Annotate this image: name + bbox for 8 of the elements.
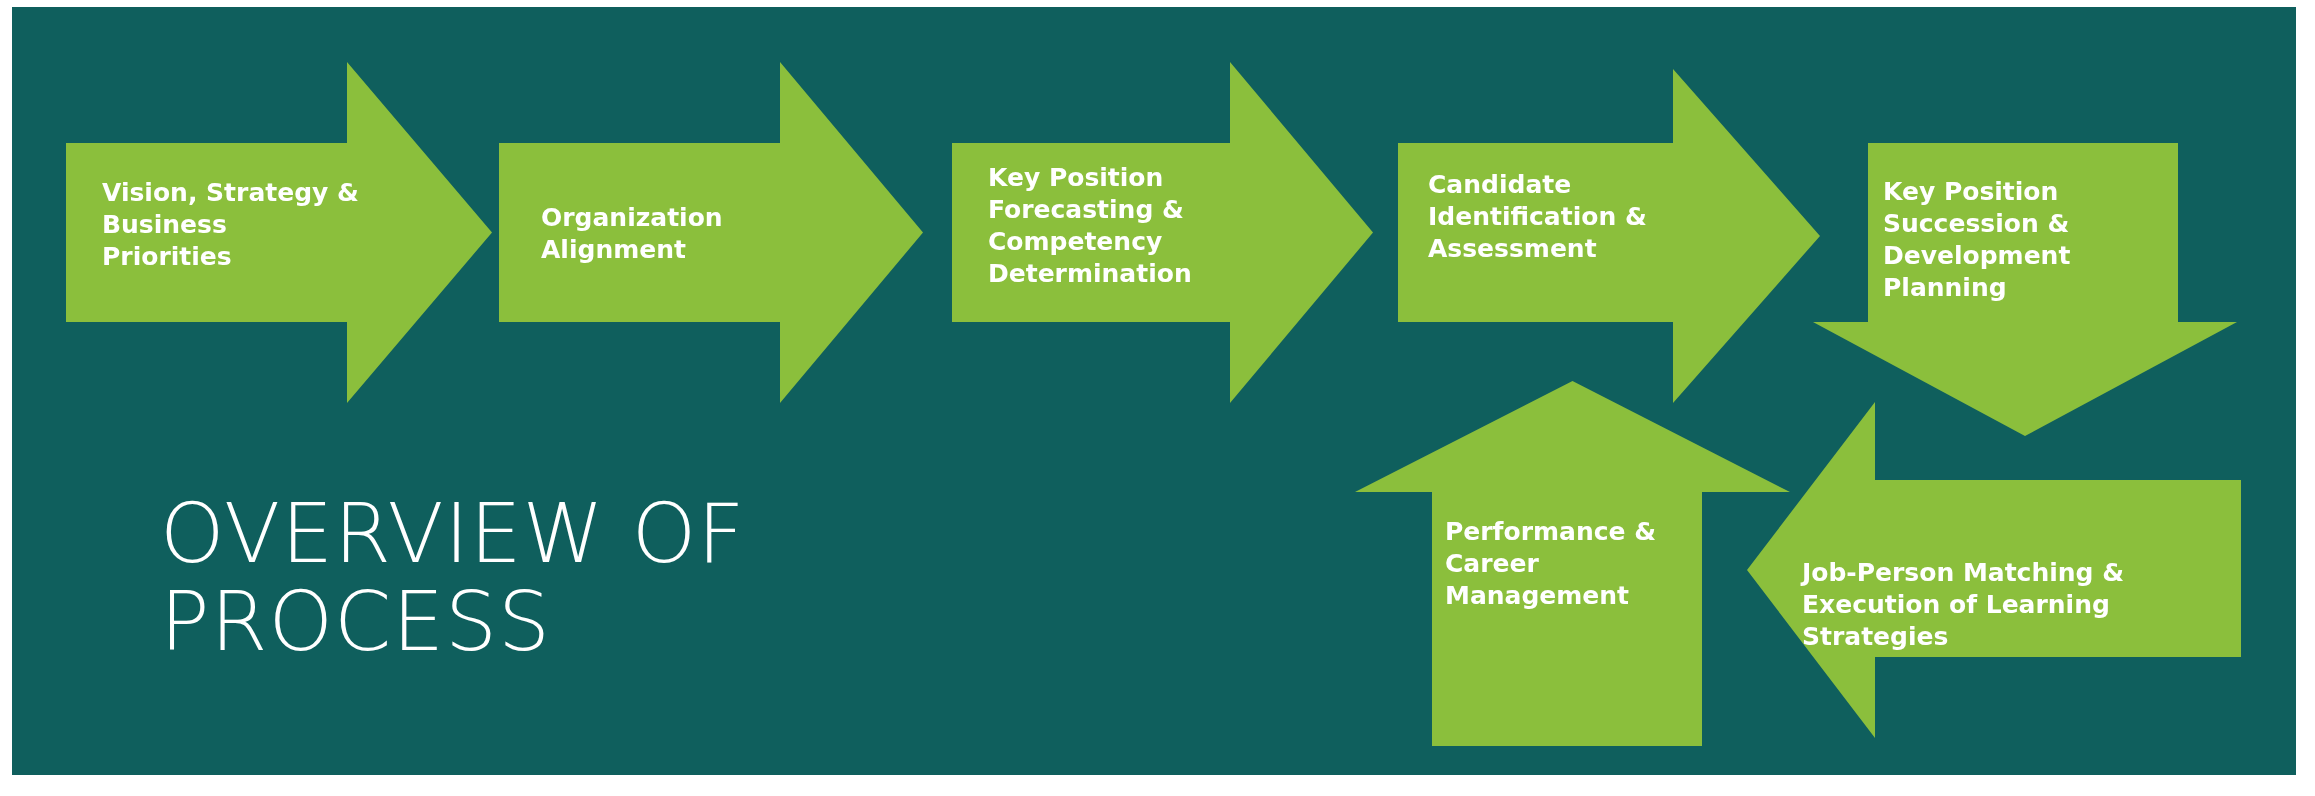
- step-label: Performance & Career Management: [1445, 516, 1657, 612]
- step-label: Candidate Identification & Assessment: [1428, 169, 1648, 265]
- step-label: Job-Person Matching & Execution of Learning Strategies: [1802, 557, 2125, 653]
- step-label: Organization Alignment: [541, 202, 724, 266]
- step-label: Key Position Succession & Development Planning: [1883, 176, 2072, 304]
- step-label: Key Position Forecasting & Competency Determination: [988, 162, 1193, 290]
- title: OVERVIEW OF PROCESS: [160, 490, 747, 666]
- step-label: Vision, Strategy & Business Priorities: [102, 177, 360, 273]
